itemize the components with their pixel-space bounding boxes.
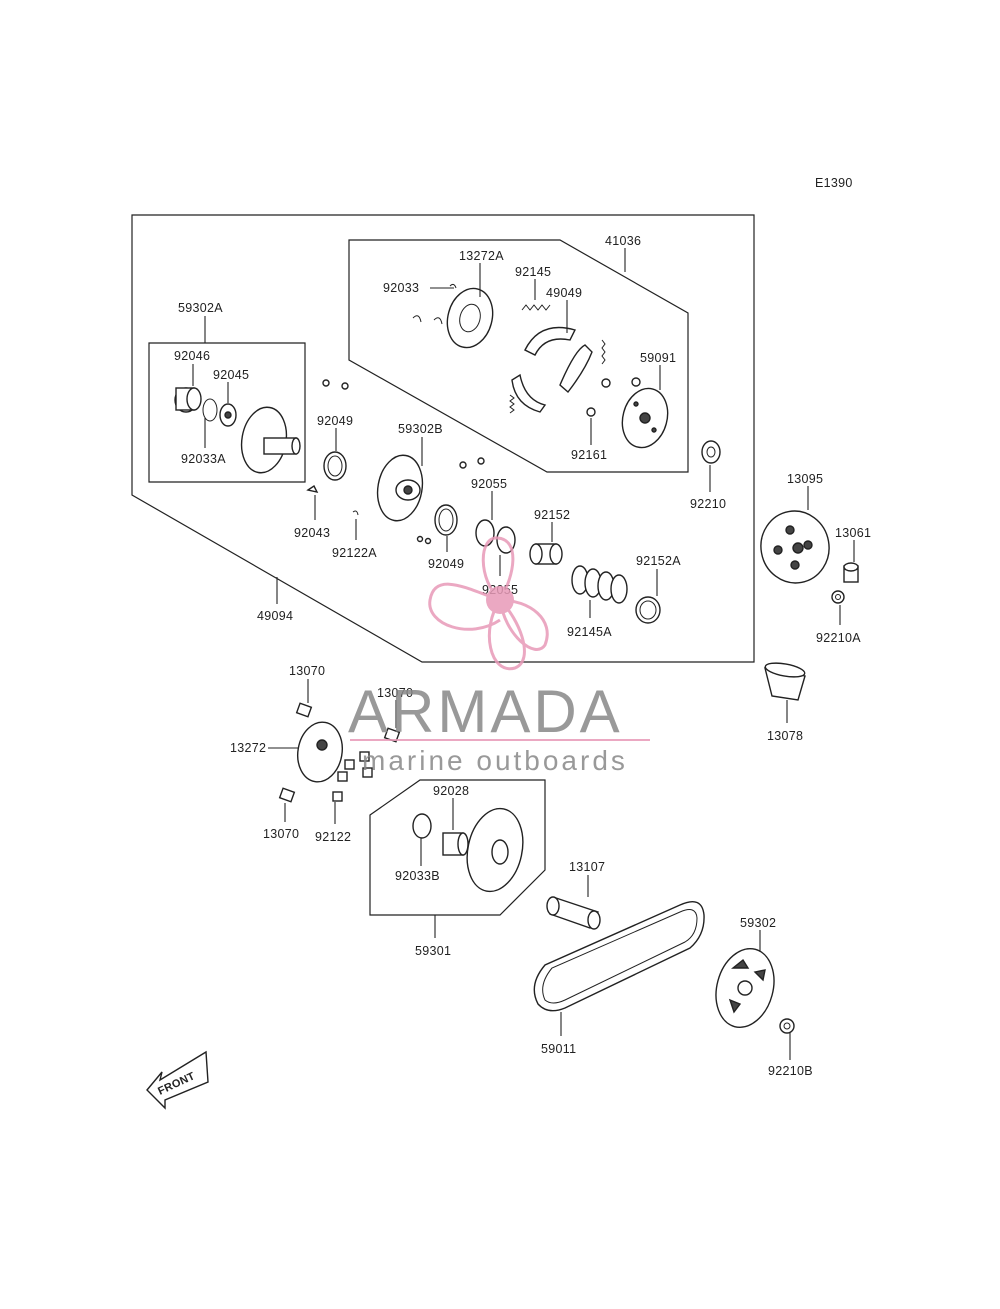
label-92122A: 92122A [332, 546, 377, 560]
part-92055-ring-a [475, 519, 495, 547]
label-92049-b: 92049 [428, 557, 464, 571]
part-13107-collar [546, 896, 601, 930]
label-59301: 59301 [415, 944, 451, 958]
label-92028: 92028 [433, 784, 469, 798]
label-13078: 13078 [767, 729, 803, 743]
propeller-logo-icon [428, 536, 549, 671]
part-92033-clips [412, 283, 457, 325]
part-13272A-plate [446, 287, 494, 349]
label-92045: 92045 [213, 368, 249, 382]
part-13095-housing [760, 510, 830, 584]
front-arrow: FRONT [146, 1050, 209, 1110]
part-labels: 41036 13272A 92145 92033 49049 59091 921… [174, 234, 871, 1078]
assembly-box-49094 [131, 214, 755, 663]
watermark-tagline: marine outboards [362, 745, 628, 776]
part-92152-collar [529, 543, 563, 565]
part-92145-spring [521, 304, 551, 311]
label-92210: 92210 [690, 497, 726, 511]
part-shoe-spring-left [509, 394, 515, 414]
label-92043: 92043 [294, 526, 330, 540]
label-59091: 59091 [640, 351, 676, 365]
label-92049-a: 92049 [317, 414, 353, 428]
label-92152A: 92152A [636, 554, 681, 568]
label-13070-b: 13070 [377, 686, 413, 700]
leader-lines [192, 248, 855, 1060]
part-movable-drive-face [466, 807, 524, 893]
label-13070-a: 13070 [289, 664, 325, 678]
part-92145A-spring [571, 565, 628, 604]
label-13107: 13107 [569, 860, 605, 874]
label-92152: 92152 [534, 508, 570, 522]
part-59302-fan-pulley [715, 947, 775, 1029]
part-drive-face [240, 406, 301, 474]
label-92145A: 92145A [567, 625, 612, 639]
part-59091-plate [621, 387, 669, 449]
part-92043-pin [306, 484, 319, 494]
part-92161-nuts [586, 377, 641, 417]
part-92152A-collar [635, 596, 661, 624]
assembly-box-59301 [369, 779, 546, 916]
part-92210-nut [701, 440, 721, 464]
label-59302A: 59302A [178, 301, 223, 315]
part-shoe-spring-right [601, 339, 606, 365]
label-59302: 59302 [740, 916, 776, 930]
part-49049-shoes [511, 326, 593, 413]
label-92046: 92046 [174, 349, 210, 363]
label-13095: 13095 [787, 472, 823, 486]
part-13061-bushing [843, 562, 859, 583]
part-92122A-pin [352, 510, 359, 516]
part-59302B-face [376, 454, 424, 522]
part-92033A-ring [202, 398, 218, 422]
part-13070-sliders [278, 702, 401, 803]
label-92033: 92033 [383, 281, 419, 295]
part-92049-ring-b [434, 504, 458, 536]
label-92033B: 92033B [395, 869, 440, 883]
part-92210A-nut [831, 590, 845, 604]
label-92055-a: 92055 [471, 477, 507, 491]
label-92122: 92122 [315, 830, 351, 844]
part-92033B-ring [412, 813, 432, 839]
part-92210B-nut [779, 1018, 795, 1034]
part-92046-bushing [174, 387, 202, 413]
diagram-code: E1390 [815, 176, 853, 190]
label-59302B: 59302B [398, 422, 443, 436]
assembly-box-59302A [148, 342, 306, 483]
part-pins-top [322, 379, 349, 390]
armada-watermark: ARMADA marine outboards [348, 536, 650, 776]
part-13272-ramp-plate [297, 721, 343, 783]
part-59011-belt-inner [542, 909, 698, 1004]
label-13272A: 13272A [459, 249, 504, 263]
watermark-brand: ARMADA [348, 678, 623, 745]
label-92161: 92161 [571, 448, 607, 462]
part-92028-bushing [442, 832, 469, 856]
label-49049: 49049 [546, 286, 582, 300]
assembly-box-41036 [348, 239, 689, 473]
label-13070-c: 13070 [263, 827, 299, 841]
label-59011: 59011 [541, 1042, 576, 1056]
label-92210A: 92210A [816, 631, 861, 645]
label-49094: 49094 [257, 609, 293, 623]
label-41036: 41036 [605, 234, 641, 248]
part-92049-ring-a [323, 451, 347, 481]
part-13078-sleeve [764, 662, 806, 701]
label-13272: 13272 [230, 741, 266, 755]
label-13061: 13061 [835, 526, 871, 540]
label-92145: 92145 [515, 265, 551, 279]
part-92045-bearing [219, 403, 237, 427]
part-59011-belt [533, 901, 705, 1012]
part-92122-rollers [332, 751, 373, 802]
part-pins-mid [416, 457, 485, 545]
label-92210B: 92210B [768, 1064, 813, 1078]
label-92033A: 92033A [181, 452, 226, 466]
